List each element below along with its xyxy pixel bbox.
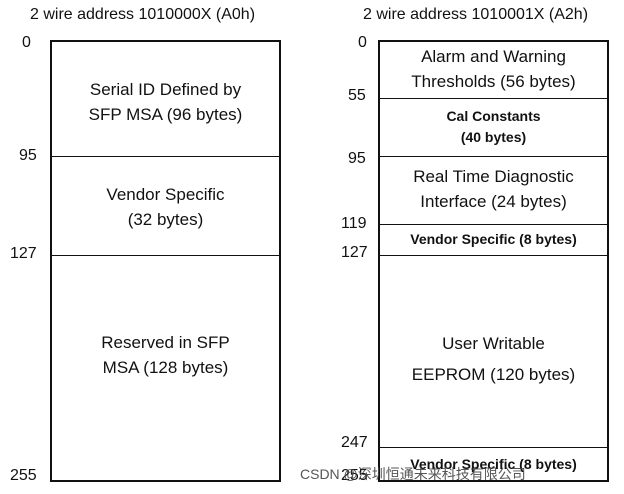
left-address-95: 95 — [19, 147, 37, 164]
watermark: CSDN @深圳恒通未来科技有限公司 — [300, 466, 526, 482]
left-segment-vendor-specific-line-1: Vendor Specific — [106, 185, 225, 204]
right-segment-real-time-diagnostic-line-1: Real Time Diagnostic — [413, 167, 574, 186]
right-address-55: 55 — [348, 87, 366, 104]
right-segment-user-eeprom: User Writable EEPROM (120 bytes) — [380, 324, 607, 394]
right-address-255: 255 — [341, 467, 368, 484]
left-segment-reserved-line-1: Reserved in SFP — [101, 333, 230, 352]
left-segment-serial-id-line-2: SFP MSA (96 bytes) — [88, 105, 243, 124]
right-segment-thresholds: Alarm and Warning Thresholds (56 bytes) — [380, 42, 607, 96]
left-segment-vendor-specific-line-2: (32 bytes) — [127, 210, 204, 229]
left-memory-map-title: 2 wire address 1010000X (A0h) — [30, 6, 256, 23]
right-segment-vendor-specific-1-line-1: Vendor Specific (8 bytes) — [410, 231, 577, 247]
left-address-127: 127 — [10, 245, 37, 262]
right-segment-thresholds-line-2: Thresholds (56 bytes) — [411, 72, 576, 91]
left-boundary-95 — [51, 156, 280, 157]
left-memory-map — [50, 40, 281, 482]
right-segment-user-eeprom-line-1: User Writable — [442, 334, 545, 353]
left-address-255: 255 — [10, 467, 37, 484]
right-boundary-55 — [379, 98, 608, 99]
right-segment-cal-constants-line-2: (40 bytes) — [460, 129, 527, 145]
right-segment-cal-constants: Cal Constants (40 bytes) — [380, 100, 607, 154]
right-segment-real-time-diagnostic: Real Time Diagnostic Interface (24 bytes… — [380, 158, 607, 220]
right-segment-cal-constants-line-1: Cal Constants — [446, 108, 541, 124]
right-segment-thresholds-line-1: Alarm and Warning — [421, 47, 566, 66]
right-segment-real-time-diagnostic-line-2: Interface (24 bytes) — [420, 192, 567, 211]
left-segment-reserved: Reserved in SFP MSA (128 bytes) — [52, 325, 279, 385]
right-address-0: 0 — [358, 34, 367, 51]
right-segment-vendor-specific-2: Vendor Specific (8 bytes) — [380, 450, 607, 478]
left-segment-reserved-line-2: MSA (128 bytes) — [102, 358, 229, 377]
right-address-119: 119 — [341, 215, 367, 232]
left-segment-vendor-specific: Vendor Specific (32 bytes) — [52, 177, 279, 237]
right-segment-vendor-specific-2-line-1: Vendor Specific (8 bytes) — [410, 455, 577, 472]
left-boundary-127 — [51, 255, 280, 256]
right-boundary-95 — [379, 156, 608, 157]
right-address-247: 247 — [341, 434, 368, 451]
right-boundary-119 — [379, 224, 608, 225]
right-boundary-127 — [379, 255, 608, 256]
right-memory-map-title: 2 wire address 1010001X (A2h) — [363, 6, 589, 23]
right-segment-vendor-specific-1: Vendor Specific (8 bytes) — [380, 226, 607, 253]
left-address-0: 0 — [22, 34, 31, 51]
right-segment-user-eeprom-line-2: EEPROM (120 bytes) — [411, 365, 576, 384]
right-boundary-247 — [379, 447, 608, 448]
right-memory-map — [378, 40, 609, 482]
left-segment-serial-id: Serial ID Defined by SFP MSA (96 bytes) — [52, 72, 279, 132]
right-address-95: 95 — [348, 150, 366, 167]
left-segment-serial-id-line-1: Serial ID Defined by — [89, 80, 242, 99]
right-address-127: 127 — [341, 244, 368, 261]
